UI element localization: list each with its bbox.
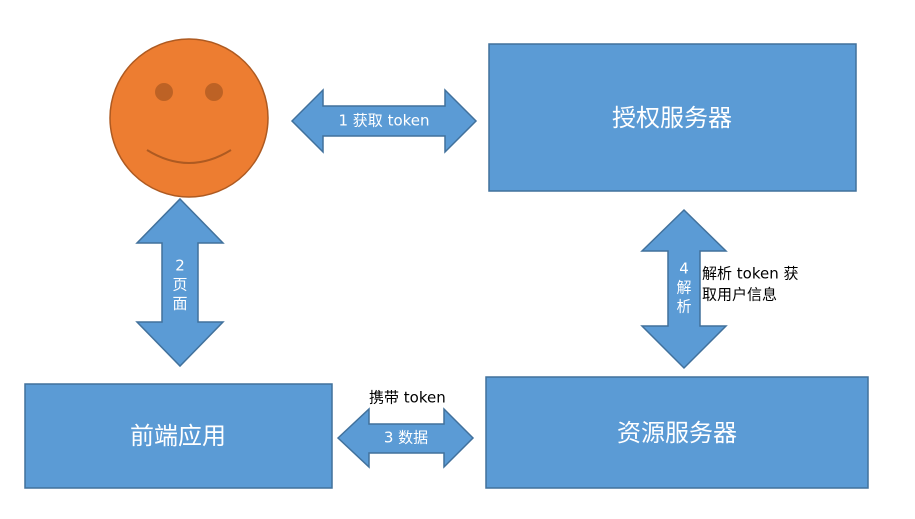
left-eye: [155, 83, 173, 101]
double-arrow-horizontal: [290, 88, 478, 154]
arrow-get-token: 1 获取 token: [290, 88, 478, 154]
double-arrow-horizontal: [336, 407, 475, 469]
frontend-label: 前端应用: [130, 422, 226, 450]
arrow-page-label-1: 2: [175, 257, 185, 275]
arrow-get-token-label: 1 获取 token: [338, 112, 429, 130]
auth-server-rect: [488, 43, 857, 192]
user-face: [109, 38, 269, 198]
arrow-parse-label-1: 4: [679, 260, 689, 278]
frontend-rect: [24, 383, 333, 489]
auth-server-label: 授权服务器: [612, 104, 732, 132]
resource-server-label: 资源服务器: [617, 419, 737, 447]
resource-server-rect: [485, 376, 869, 489]
auth-server-box: 授权服务器: [488, 43, 857, 192]
arrow-page: 2 页 面: [135, 197, 225, 368]
arrow-data-label: 3 数据: [384, 429, 428, 447]
arrow-parse-label-3: 析: [676, 298, 691, 316]
smiley-face-icon: [109, 38, 269, 198]
frontend-box: 前端应用: [24, 383, 333, 489]
carry-token-note: 携带 token: [369, 389, 446, 407]
double-arrow-vertical: [135, 197, 225, 368]
right-eye: [205, 83, 223, 101]
arrow-page-label-3: 面: [172, 295, 187, 313]
arrow-page-label-2: 页: [172, 276, 187, 294]
arrow-parse: 4 解 析: [640, 208, 728, 370]
smile-mouth: [146, 149, 232, 164]
arrow-parse-label-2: 解: [676, 279, 691, 297]
double-arrow-vertical: [640, 208, 728, 370]
arrow-data: 3 数据: [336, 407, 475, 469]
parse-token-note-line-1: 解析 token 获: [702, 265, 798, 283]
parse-token-note-line-2: 取用户信息: [702, 286, 777, 304]
resource-server-box: 资源服务器: [485, 376, 869, 489]
